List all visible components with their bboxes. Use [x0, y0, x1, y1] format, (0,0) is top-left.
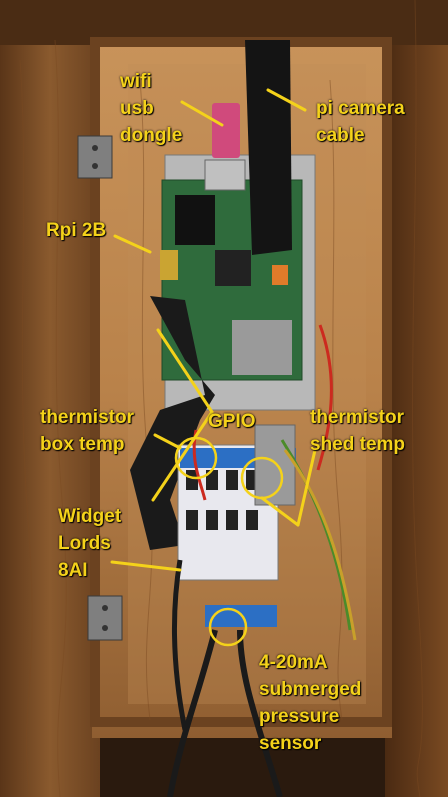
pointer-therm-box [153, 433, 182, 450]
right-wall [385, 0, 448, 797]
highlight-sensor-terminals [208, 607, 248, 647]
left-wall [0, 0, 100, 797]
pointer-gpio-2 [151, 410, 214, 502]
pointer-wifi [180, 100, 224, 127]
red-wire [316, 324, 333, 471]
pointer-therm-shed-2 [260, 496, 300, 527]
label-therm-box-line1: thermistor [40, 407, 134, 428]
label-therm-box-line2: box temp [40, 434, 125, 455]
label-gpio: GPIO [208, 411, 256, 432]
label-camera-line2: cable [316, 125, 365, 146]
label-camera-line1: pi camera [316, 98, 405, 119]
label-sensor-line3: pressure [259, 706, 340, 727]
pointer-widget [110, 560, 182, 572]
pointer-camera [266, 88, 307, 112]
label-widget-line1: Widget [58, 506, 122, 527]
pointer-rpi [113, 234, 152, 254]
label-sensor-line2: submerged [259, 679, 362, 700]
gpio-ribbon-cable [130, 296, 215, 550]
label-therm-shed-line1: thermistor [310, 407, 404, 428]
label-sensor-line1: 4-20mA [259, 652, 328, 673]
label-wifi-line1: wifi [120, 71, 152, 92]
wifi-dongle [212, 103, 240, 158]
frame-trim [90, 37, 392, 727]
pointer-gpio-1 [156, 328, 214, 414]
label-therm-shed-line2: shed temp [310, 434, 406, 455]
hinge-top [77, 135, 113, 179]
label-widget-line2: Lords [58, 533, 111, 554]
pointer-therm-shed-1 [296, 448, 317, 527]
label-wifi-line2: usb [120, 98, 154, 119]
label-wifi-line3: dongle [120, 125, 183, 146]
label-widget-line3: 8AI [58, 560, 88, 581]
label-rpi: Rpi 2B [46, 220, 107, 241]
label-sensor-line4: sensor [259, 733, 322, 754]
hinge-bottom [87, 595, 123, 641]
camera-cable [245, 40, 292, 255]
